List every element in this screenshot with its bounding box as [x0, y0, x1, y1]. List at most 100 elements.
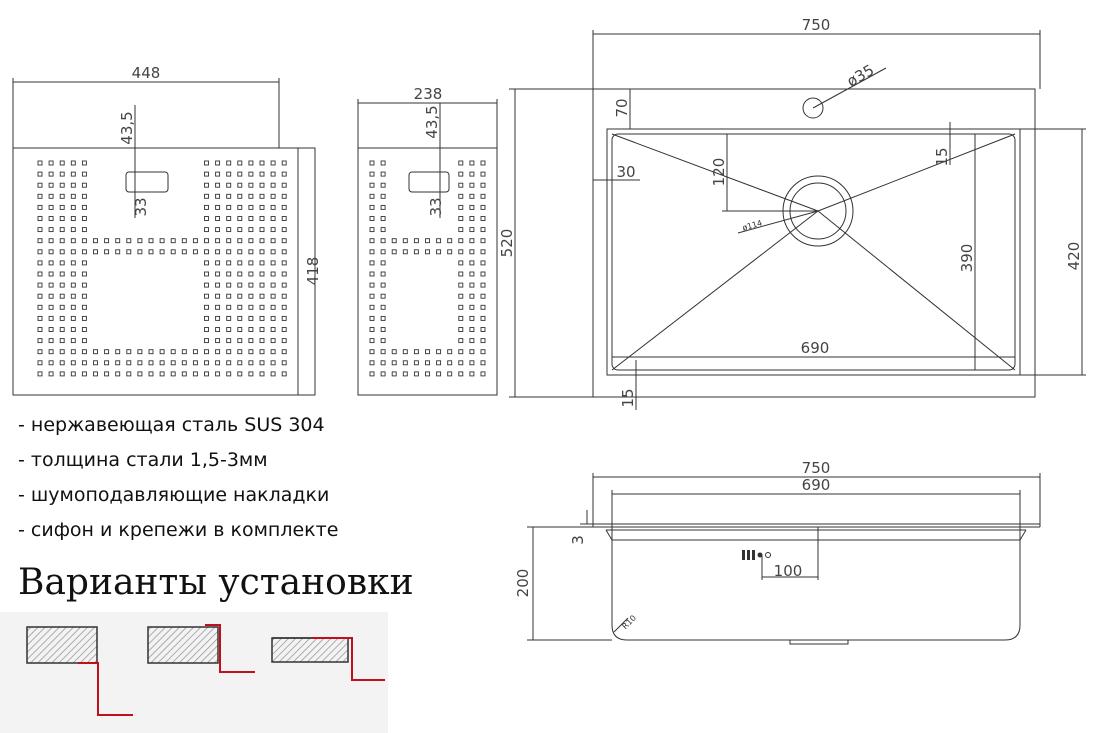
perforation-hole	[204, 249, 209, 255]
perforation-hole	[204, 216, 209, 221]
overflow-offset-label: 100	[774, 562, 803, 580]
perforation-hole	[48, 327, 54, 332]
perforation-hole	[159, 349, 165, 355]
perforation-hole	[70, 360, 76, 366]
sink-depth-label: 200	[514, 569, 532, 598]
perforation-hole	[137, 371, 143, 377]
perforation-hole	[270, 204, 276, 210]
perforation-hole	[458, 171, 464, 177]
perforation-hole	[380, 293, 386, 299]
perforation-hole	[126, 238, 132, 244]
perforation-hole	[192, 360, 198, 366]
slope-line	[817, 133, 1016, 212]
perforation-hole	[137, 360, 143, 366]
perforation-hole	[259, 249, 265, 255]
faucet-hole	[802, 97, 824, 119]
perforation-hole	[402, 238, 408, 244]
perforation-hole	[369, 260, 375, 266]
perforation-hole	[391, 238, 397, 244]
perforation-hole	[204, 271, 209, 277]
perforation-hole	[37, 171, 43, 177]
perforation-hole	[215, 193, 221, 199]
perforation-hole	[281, 182, 287, 188]
perforation-hole	[48, 193, 54, 199]
perforation-hole	[469, 204, 475, 210]
perforation-hole	[70, 171, 76, 177]
perforation-hole	[469, 338, 475, 344]
panel-small-cutout-offset-label: 43,5	[423, 105, 441, 138]
perforation-hole	[37, 193, 43, 199]
perforation-hole	[270, 315, 276, 321]
perforation-hole	[215, 338, 221, 344]
perforation-hole	[59, 282, 65, 288]
perforation-hole	[380, 193, 386, 199]
perforation-hole	[425, 249, 430, 255]
perforation-hole	[369, 216, 375, 221]
perforation-hole	[204, 204, 209, 210]
perforation-hole	[259, 304, 265, 310]
perforation-hole	[259, 282, 265, 288]
perforation-hole	[458, 193, 464, 199]
perforation-hole	[70, 304, 76, 310]
panel-large-cutout-offset-label: 43,5	[118, 111, 136, 144]
perforation-hole	[37, 304, 43, 310]
perforation-hole	[270, 371, 276, 377]
perforation-hole	[93, 249, 98, 255]
perforation-hole	[81, 360, 87, 366]
perforation-hole	[369, 304, 375, 310]
perforation-hole	[81, 293, 87, 299]
perforation-hole	[259, 271, 265, 277]
perforation-hole	[458, 293, 464, 299]
perforation-hole	[369, 204, 375, 210]
perforation-hole	[37, 271, 43, 277]
perforation-hole	[259, 182, 265, 188]
perforation-hole	[81, 238, 87, 244]
perforation-hole	[215, 171, 221, 177]
perforation-hole	[259, 238, 265, 244]
perforation-hole	[81, 338, 87, 344]
perforation-hole	[469, 349, 475, 355]
side-margin-label: 30	[616, 163, 635, 181]
perforation-hole	[137, 349, 143, 355]
perforation-hole	[237, 360, 243, 366]
perforation-hole	[259, 293, 265, 299]
perforation-hole	[48, 360, 54, 366]
perforation-hole	[469, 371, 475, 377]
perforation-hole	[391, 249, 397, 255]
perforation-hole	[48, 282, 54, 288]
perforation-hole	[115, 360, 121, 366]
perforation-hole	[480, 371, 486, 377]
sink-top-outer	[592, 88, 1036, 398]
perforation-hole	[70, 216, 76, 221]
spec-item: - толщина стали 1,5-3мм	[18, 449, 268, 471]
perforation-hole	[248, 293, 254, 299]
perforation-hole	[70, 204, 76, 210]
perforation-hole	[369, 282, 375, 288]
perforation-hole	[270, 227, 276, 233]
perforation-hole	[369, 171, 375, 177]
perforation-hole	[237, 227, 243, 233]
perforation-hole	[248, 238, 254, 244]
perforation-hole	[104, 349, 110, 355]
perforation-hole	[104, 360, 110, 366]
perforation-hole	[425, 238, 430, 244]
perforation-hole	[104, 238, 110, 244]
perforation-hole	[59, 227, 65, 233]
perforation-hole	[204, 282, 209, 288]
perforation-hole	[48, 260, 54, 266]
perforation-hole	[380, 327, 386, 332]
perforation-hole	[281, 160, 287, 166]
perforation-hole	[204, 260, 209, 266]
perforation-hole	[391, 349, 397, 355]
perforation-hole	[115, 238, 121, 244]
perforation-hole	[248, 315, 254, 321]
perforation-hole	[48, 160, 54, 166]
perforation-hole	[215, 349, 221, 355]
perforation-hole	[37, 327, 43, 332]
perforation-hole	[59, 304, 65, 310]
panel-small-perforation	[369, 160, 486, 377]
slope-line	[611, 133, 819, 212]
perforation-hole	[204, 238, 209, 244]
perforation-hole	[380, 371, 386, 377]
perforation-hole	[237, 171, 243, 177]
